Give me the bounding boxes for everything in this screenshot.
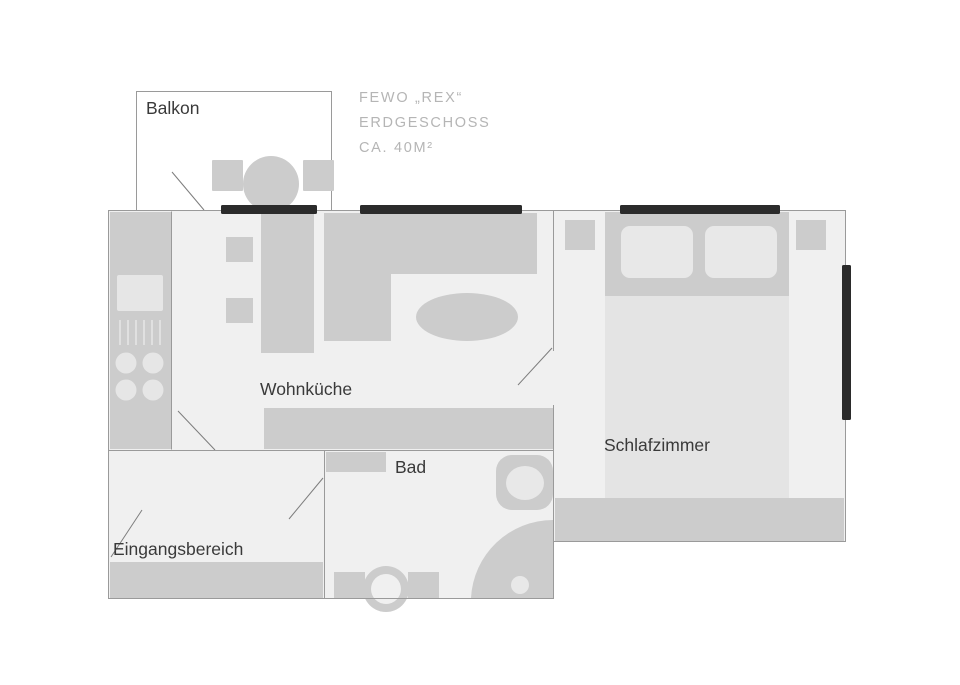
room-label-balkon: Balkon [146, 98, 200, 118]
wall-shelf-lower-icon [226, 298, 253, 323]
room-label-eingangsbereich: Eingangsbereich [113, 539, 244, 559]
entry-area-furniture [110, 410, 324, 598]
window-bedroom-top [620, 205, 780, 214]
kitchen-sink-icon [117, 275, 163, 311]
plan-title-line-1: FEWO „REX“ [359, 90, 463, 106]
window-bedroom-right [842, 265, 851, 420]
room-label-bad: Bad [395, 457, 427, 477]
kitchen-stove-icon [115, 352, 164, 401]
balcony-chair-left-icon [212, 160, 243, 191]
nightstand-right-icon [796, 220, 826, 250]
bedroom-furniture [517, 212, 844, 541]
l-sofa-icon [324, 213, 537, 341]
shower-drain-icon [511, 576, 529, 594]
bedroom-wardrobe-icon [555, 498, 844, 541]
bedroom-door-swing-line [517, 347, 553, 386]
room-label-wohnkueche: Wohnküche [260, 379, 353, 399]
plan-title-line-3: CA. 40M² [359, 140, 434, 156]
window-living-top [360, 205, 522, 214]
bath-fixture-left-icon [334, 572, 365, 598]
bath-toilet-inner-icon [371, 574, 401, 604]
balcony-door-swing-line [171, 171, 205, 211]
balcony-area [136, 91, 334, 212]
plan-title-line-2: ERDGESCHOSS [359, 115, 491, 131]
oval-coffee-table-icon [416, 293, 518, 341]
windows [221, 205, 851, 420]
tall-cabinet-icon [261, 213, 314, 353]
entry-inner-door-swing-line [288, 477, 324, 520]
pillow-left-icon [621, 226, 693, 278]
kitchen-drawers-icon [119, 320, 161, 345]
balcony-round-table-icon [243, 156, 299, 212]
entry-wardrobe-bench-icon [110, 562, 323, 598]
plan-title-block: FEWO „REX“ ERDGESCHOSS CA. 40M² [359, 86, 491, 161]
living-sideboard-icon [264, 408, 553, 449]
bath-fixture-right-icon [408, 572, 439, 598]
bath-sink-bowl-icon [506, 466, 544, 500]
nightstand-left-icon [565, 220, 595, 250]
kitchen-area [110, 212, 171, 449]
bath-vanity-counter-icon [326, 452, 386, 472]
window-balcony-door [221, 205, 317, 214]
bathroom-fixtures [326, 452, 553, 612]
room-label-schlafzimmer: Schlafzimmer [604, 435, 710, 455]
pillow-right-icon [705, 226, 777, 278]
living-entry-door-swing-line [177, 410, 216, 451]
living-room-furniture [226, 213, 553, 449]
balcony-chair-right-icon [303, 160, 334, 191]
shower-quarter-round-icon [471, 519, 553, 598]
wall-shelf-upper-icon [226, 237, 253, 262]
entry-door-swing-line [110, 509, 143, 558]
